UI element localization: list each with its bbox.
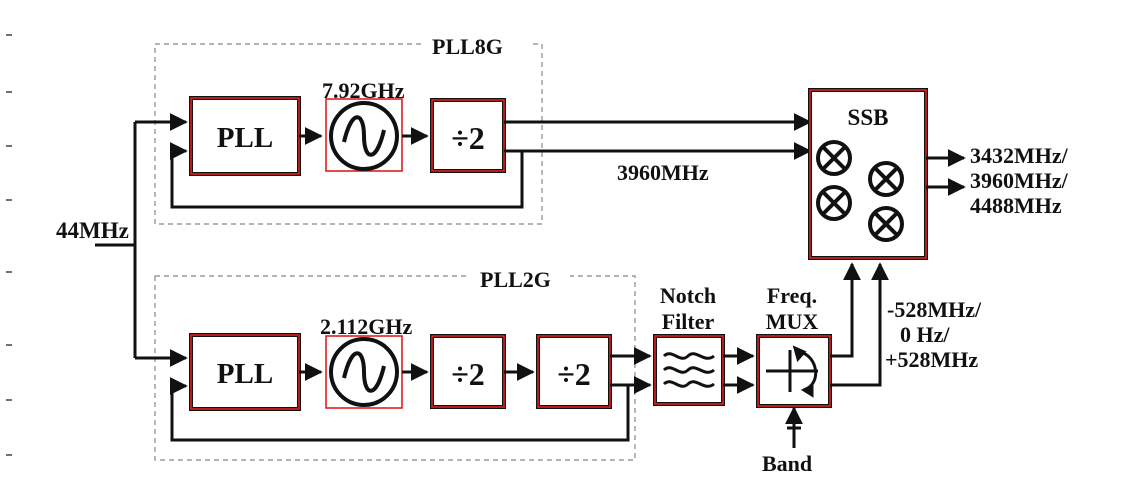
divider-bottom-2-label: ÷2 xyxy=(557,356,591,392)
mux-to-ssb-2 xyxy=(830,262,889,387)
mixer-cross-circle-icon xyxy=(816,140,904,242)
offset-freq-line3: +528MHz xyxy=(885,347,978,372)
mux-to-ssb-1 xyxy=(830,262,861,358)
ssb-label: SSB xyxy=(848,105,889,130)
notch-filter-label-line1: Notch xyxy=(660,283,716,308)
divider-top-label: ÷2 xyxy=(451,120,485,156)
notch-filter-wave-icon xyxy=(662,352,715,388)
mux-label-line2: MUX xyxy=(766,309,819,334)
divider-bottom-1-label: ÷2 xyxy=(451,356,485,392)
offset-freq-line2: 0 Hz/ xyxy=(900,322,950,347)
output-freq-line2: 3960MHz/ xyxy=(970,168,1069,193)
switch-mux-icon xyxy=(766,345,818,398)
pll8g-group xyxy=(154,43,543,225)
notch-filter-label-line2: Filter xyxy=(662,309,715,334)
pll-bottom-feedback xyxy=(169,377,630,442)
output-freq-line3: 4488MHz xyxy=(970,193,1062,218)
sine-oscillator-icon xyxy=(329,101,399,171)
vco-bottom-frequency: 2.112GHz xyxy=(320,314,413,339)
mid-frequency-label: 3960MHz xyxy=(617,160,709,185)
band-label: Band xyxy=(762,451,812,476)
output-freq-line1: 3432MHz/ xyxy=(970,143,1069,168)
pll2g-label-bg xyxy=(470,265,570,291)
pll-top-feedback xyxy=(169,142,524,209)
pll8g-label: PLL8G xyxy=(432,34,503,59)
pll-bottom-label: PLL xyxy=(217,358,273,390)
input-frequency-label: 44MHz xyxy=(56,218,129,243)
sine-oscillator-icon xyxy=(329,337,399,407)
mux-label-line1: Freq. xyxy=(767,283,817,308)
divider-bottom-1-block xyxy=(430,334,506,409)
pll2g-label: PLL2G xyxy=(480,267,551,292)
pll-top-label: PLL xyxy=(217,122,273,154)
pll8g-label-bg xyxy=(422,32,532,58)
offset-freq-line1: -528MHz/ xyxy=(887,297,982,322)
margin-ticks xyxy=(6,34,12,456)
pll2g-group xyxy=(154,275,636,461)
